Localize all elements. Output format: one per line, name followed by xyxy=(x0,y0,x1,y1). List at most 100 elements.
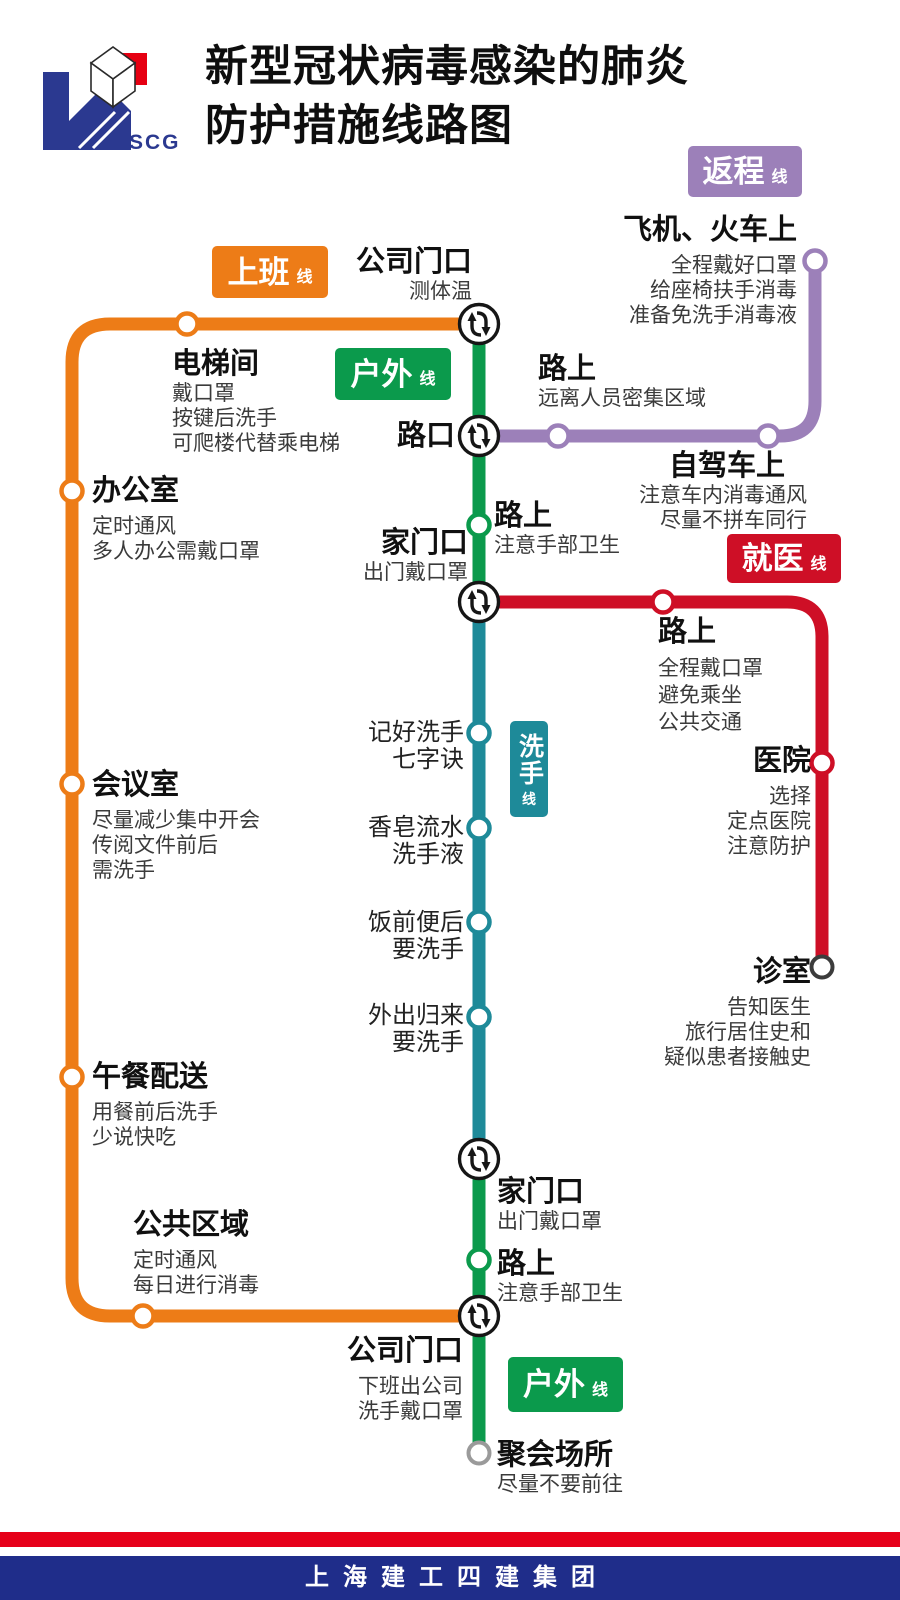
interchange-icon xyxy=(457,1137,501,1181)
logo-stripes xyxy=(77,110,131,150)
station-note: 定点医院 xyxy=(727,810,811,833)
station-label: 香皂流水 xyxy=(368,814,464,841)
station-diantijian: 电梯间 戴口罩 按键后洗手 可爬楼代替乘电梯 xyxy=(172,347,340,456)
station-gongsimenkou-bottom: 公司门口 下班出公司 洗手戴口罩 xyxy=(347,1334,463,1424)
station-bangongshi: 办公室 定时通风 多人办公需戴口罩 xyxy=(92,474,260,564)
station-note: 用餐前后洗手 xyxy=(92,1101,218,1124)
station-title: 路上 xyxy=(494,500,553,532)
footer-red-bar xyxy=(0,1532,900,1547)
badge-suffix: 线 xyxy=(419,371,436,388)
badge-label: 上班 xyxy=(227,254,290,290)
station-title: 办公室 xyxy=(92,475,180,507)
station-yiyuan: 医院 选择 定点医院 注意防护 xyxy=(727,744,811,859)
badge-xishou-line: 洗手 线 xyxy=(510,721,548,817)
station-note: 定时通风 xyxy=(133,1249,217,1272)
interchange-icon xyxy=(457,580,501,624)
station-jiamenkou-top: 家门口 出门戴口罩 xyxy=(363,526,468,585)
station-lukou: 路口 xyxy=(397,419,455,453)
station-note: 下班出公司 xyxy=(358,1375,463,1398)
station-title: 诊室 xyxy=(752,956,811,988)
station-gongsimenkou-top: 公司门口 测体温 xyxy=(356,245,472,304)
station-dot xyxy=(466,1247,492,1273)
station-label: 饭前便后 xyxy=(368,909,464,936)
station-dot xyxy=(59,771,85,797)
station-note: 注意防护 xyxy=(727,835,811,858)
page-title-line1: 新型冠状病毒感染的肺炎 xyxy=(205,43,689,91)
station-note: 尽量不拼车同行 xyxy=(660,509,807,532)
station-title: 飞机、火车上 xyxy=(622,214,797,246)
page-title: 新型冠状病毒感染的肺炎 防护措施线路图 xyxy=(205,38,689,156)
station-zhenshi: 诊室 告知医生 旅行居住史和 疑似患者接触史 xyxy=(664,955,811,1070)
terminal-dot xyxy=(809,954,835,980)
station-title: 路上 xyxy=(538,353,597,385)
terminal-dot xyxy=(802,248,828,274)
badge-suffix: 线 xyxy=(522,790,536,807)
station-note: 洗手戴口罩 xyxy=(358,1400,463,1423)
station-note: 选择 xyxy=(769,785,811,808)
station-note: 注意手部卫生 xyxy=(497,1282,623,1305)
station-dot xyxy=(466,1004,492,1030)
station-dot xyxy=(466,720,492,746)
badge-label: 就医 xyxy=(741,541,804,576)
station-title: 路上 xyxy=(658,616,717,648)
station-title: 电梯间 xyxy=(172,348,260,380)
station-dot xyxy=(174,311,200,337)
badge-suffix: 线 xyxy=(591,1381,608,1399)
station-label: 外出归来 xyxy=(368,1002,464,1029)
station-note: 公共交通 xyxy=(658,711,742,734)
logo-left-bar xyxy=(43,72,69,150)
station-dot xyxy=(59,478,85,504)
badge-suffix: 线 xyxy=(296,269,313,286)
station-dot xyxy=(130,1303,156,1329)
badge-jiuyi-line: 就医 线 xyxy=(727,534,841,583)
station-note: 可爬楼代替乘电梯 xyxy=(172,432,340,455)
station-wucan-peisong: 午餐配送 用餐前后洗手 少说快吃 xyxy=(92,1060,218,1150)
station-label: 七字诀 xyxy=(392,746,464,773)
station-dot xyxy=(466,815,492,841)
station-note: 按键后洗手 xyxy=(172,407,277,430)
station-gonggong-quyu: 公共区域 定时通风 每日进行消毒 xyxy=(133,1208,259,1298)
station-lushang-bottom: 路上 注意手部卫生 xyxy=(497,1247,623,1306)
station-label: 记好洗手 xyxy=(368,719,464,746)
station-note: 出门戴口罩 xyxy=(363,561,468,584)
badge-suffix: 线 xyxy=(810,555,827,573)
badge-fancheng-line: 返程 线 xyxy=(688,146,802,197)
station-title: 家门口 xyxy=(380,527,468,559)
station-title: 会议室 xyxy=(92,769,180,801)
station-note: 测体温 xyxy=(409,280,472,303)
station-title: 自驾车上 xyxy=(668,450,785,482)
station-title: 公共区域 xyxy=(133,1209,250,1241)
station-note: 传阅文件前后 xyxy=(92,834,218,857)
station-fanqian: 饭前便后 要洗手 xyxy=(368,909,464,963)
station-feiji-huoche: 飞机、火车上 全程戴好口罩 给座椅扶手消毒 准备免洗手消毒液 xyxy=(623,213,797,328)
station-note: 注意手部卫生 xyxy=(494,534,620,557)
station-title: 医院 xyxy=(752,745,811,777)
station-lushang-fancheng: 路上 远离人员密集区域 xyxy=(538,352,706,411)
station-note: 出门戴口罩 xyxy=(497,1210,602,1233)
station-note: 给座椅扶手消毒 xyxy=(650,279,797,302)
station-label: 要洗手 xyxy=(392,936,464,963)
badge-suffix: 线 xyxy=(771,168,788,186)
badge-label: 洗手 xyxy=(515,732,544,787)
station-note: 少说快吃 xyxy=(92,1126,176,1149)
station-note: 戴口罩 xyxy=(172,382,235,405)
station-label: 洗手液 xyxy=(392,841,464,868)
station-jihao-xishou: 记好洗手 七字诀 xyxy=(368,719,464,773)
station-title: 家门口 xyxy=(497,1176,585,1208)
logo-cube xyxy=(89,46,137,109)
station-dot xyxy=(809,750,835,776)
station-title: 公司门口 xyxy=(355,246,472,278)
station-note: 疑似患者接触史 xyxy=(664,1046,811,1069)
station-zijiache: 自驾车上 注意车内消毒通风 尽量不拼车同行 xyxy=(639,449,807,533)
station-note: 尽量不要前往 xyxy=(497,1473,623,1496)
badge-huwai-line-top: 户外 线 xyxy=(335,348,451,400)
station-title: 路上 xyxy=(497,1248,556,1280)
badge-label: 户外 xyxy=(522,1367,585,1402)
station-dot xyxy=(466,512,492,538)
badge-label: 返程 xyxy=(702,154,765,189)
station-dot xyxy=(755,423,781,449)
station-note: 多人办公需戴口罩 xyxy=(92,540,260,563)
station-note: 全程戴口罩 xyxy=(658,657,763,680)
station-title: 午餐配送 xyxy=(92,1061,209,1093)
